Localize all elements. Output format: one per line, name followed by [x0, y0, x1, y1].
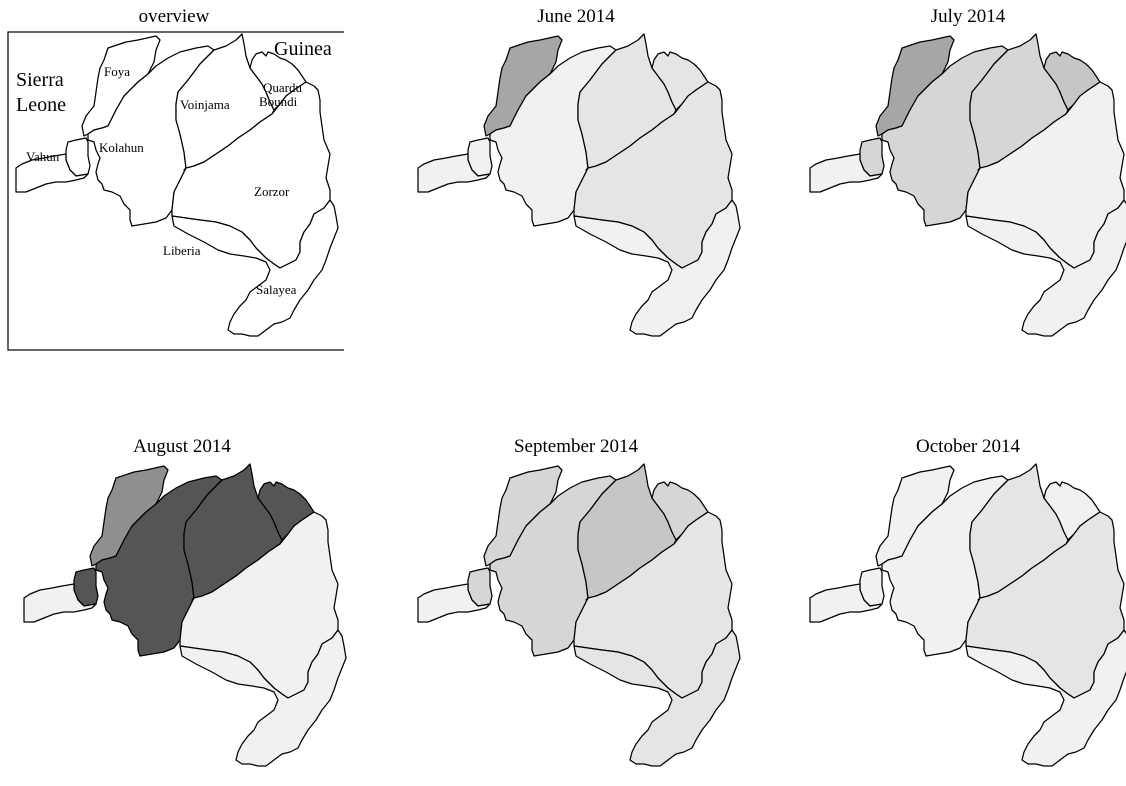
country-label-guinea: Guinea [274, 38, 332, 60]
panel-title-august-2014: August 2014 [133, 436, 231, 457]
region-vahun [809, 153, 883, 193]
region-south [573, 629, 741, 767]
regions-june-2014 [417, 33, 741, 337]
region-south [965, 199, 1126, 337]
region-vahun [23, 583, 97, 623]
regions-august-2014 [23, 463, 347, 767]
country-label-sierra: Sierra [16, 69, 64, 91]
map-panel-june-2014: June 2014 [406, 6, 746, 356]
choropleth-june-2014 [417, 33, 741, 337]
overview-frame [7, 31, 344, 351]
country-label-leone: Leone [16, 94, 66, 116]
overview-regions [15, 33, 339, 337]
map-panel-september-2014: September 2014 [406, 436, 746, 786]
overview-map: Guinea Sierra Leone Foya Vahun Kolahun V… [7, 31, 344, 351]
choropleth-september-2014 [417, 463, 741, 767]
overview-panel: overview Guinea Sierra Leone Foya Vahun … [4, 6, 344, 356]
region-vahun [417, 153, 491, 193]
region-label-liberia: Liberia [163, 243, 201, 258]
overview-title: overview [138, 6, 210, 27]
panel-title-july-2014: July 2014 [930, 6, 1006, 27]
map-panel-july-2014: July 2014 [798, 6, 1126, 356]
region-label-boundi: Boundi [259, 94, 298, 109]
region-south [171, 199, 339, 337]
region-south [573, 199, 741, 337]
region-south [179, 629, 347, 767]
region-quardu [1043, 51, 1101, 111]
region-vahun [417, 583, 491, 623]
region-label-vahun: Vahun [26, 149, 60, 164]
choropleth-october-2014 [809, 463, 1126, 767]
panel-title-october-2014: October 2014 [916, 436, 1020, 457]
panel-title-september-2014: September 2014 [513, 436, 638, 457]
region-label-quardu: Quardu [263, 80, 302, 95]
region-label-kolahun: Kolahun [99, 140, 144, 155]
region-vahun [15, 153, 89, 193]
map-panel-october-2014: October 2014 [798, 436, 1126, 786]
region-quardu [651, 51, 709, 111]
region-label-voinjama: Voinjama [180, 97, 230, 112]
region-vahun [809, 583, 883, 623]
region-quardu [1043, 481, 1101, 541]
map-panel-august-2014: August 2014 [12, 436, 352, 786]
choropleth-august-2014 [23, 463, 347, 767]
regions-july-2014 [809, 33, 1126, 337]
region-label-salayea: Salayea [256, 282, 297, 297]
choropleth-july-2014 [809, 33, 1126, 337]
region-quardu [257, 481, 315, 541]
region-quardu [651, 481, 709, 541]
region-label-foya: Foya [104, 64, 130, 79]
region-quardu [249, 51, 307, 111]
regions-october-2014 [809, 463, 1126, 767]
region-south [965, 629, 1126, 767]
region-label-zorzor: Zorzor [254, 184, 290, 199]
panel-title-june-2014: June 2014 [537, 6, 615, 27]
regions-september-2014 [417, 463, 741, 767]
